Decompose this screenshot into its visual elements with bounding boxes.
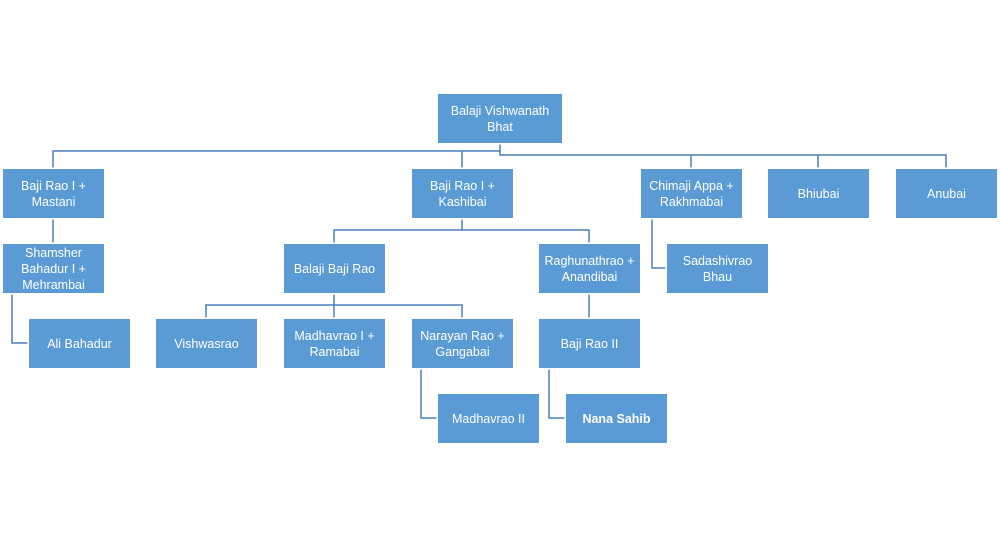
- node-bajirao2[interactable]: Baji Rao II: [538, 318, 641, 369]
- node-label: Chimaji Appa + Rakhmabai: [649, 178, 734, 209]
- node-anubai[interactable]: Anubai: [895, 168, 998, 219]
- node-label: Anubai: [927, 186, 966, 201]
- node-bajirao-mastani[interactable]: Baji Rao I + Mastani: [2, 168, 105, 219]
- node-ali-bahadur[interactable]: Ali Bahadur: [28, 318, 131, 369]
- connector-root-left: [52, 143, 501, 168]
- node-nana-sahib[interactable]: Nana Sahib: [565, 393, 668, 444]
- node-chimaji[interactable]: Chimaji Appa + Rakhmabai: [640, 168, 743, 219]
- node-label: Baji Rao II: [560, 336, 619, 351]
- connector-kashibai-children: [333, 218, 463, 243]
- node-balaji-bajirao[interactable]: Balaji Baji Rao: [283, 243, 386, 294]
- node-label: Balaji Baji Rao: [293, 261, 376, 276]
- node-raghunathrao[interactable]: Raghunathrao + Anandibai: [538, 243, 641, 294]
- connector-balaji-bar: [205, 304, 463, 318]
- node-shamsher[interactable]: Shamsher Bahadur I + Mehrambai: [2, 243, 105, 294]
- node-bajirao-kashibai[interactable]: Baji Rao I + Kashibai: [411, 168, 514, 219]
- connector-root-right: [499, 151, 947, 168]
- node-label: Shamsher Bahadur I + Mehrambai: [21, 245, 86, 292]
- node-label: Raghunathrao + Anandibai: [544, 253, 635, 284]
- node-label: Nana Sahib: [582, 411, 651, 426]
- node-narayanrao[interactable]: Narayan Rao + Gangabai: [411, 318, 514, 369]
- connector-narayan-madhav2: [420, 368, 437, 419]
- node-sadashivrao[interactable]: Sadashivrao Bhau: [666, 243, 769, 294]
- node-label: Balaji Vishwanath Bhat: [450, 103, 550, 134]
- connector-kashibai-raghunath: [462, 229, 590, 243]
- node-label: Ali Bahadur: [47, 336, 112, 351]
- node-label: Baji Rao I + Kashibai: [430, 178, 495, 209]
- node-label: Baji Rao I + Mastani: [21, 178, 86, 209]
- connector-shamsher-ali: [11, 293, 28, 344]
- connector-bajirao2-nana: [548, 368, 565, 419]
- node-label: Madhavrao II: [452, 411, 525, 426]
- node-label: Vishwasrao: [174, 336, 239, 351]
- node-label: Bhiubai: [797, 186, 840, 201]
- node-bhiubai[interactable]: Bhiubai: [767, 168, 870, 219]
- node-vishwasrao[interactable]: Vishwasrao: [155, 318, 258, 369]
- node-label: Sadashivrao Bhau: [682, 253, 753, 284]
- node-balaji-vishwanath[interactable]: Balaji Vishwanath Bhat: [437, 93, 563, 144]
- node-label: Madhavrao I + Ramabai: [294, 328, 375, 359]
- node-madhavrao2[interactable]: Madhavrao II: [437, 393, 540, 444]
- connector-chimaji-sadashiv: [651, 218, 666, 269]
- node-label: Narayan Rao + Gangabai: [420, 328, 505, 359]
- node-madhavrao1[interactable]: Madhavrao I + Ramabai: [283, 318, 386, 369]
